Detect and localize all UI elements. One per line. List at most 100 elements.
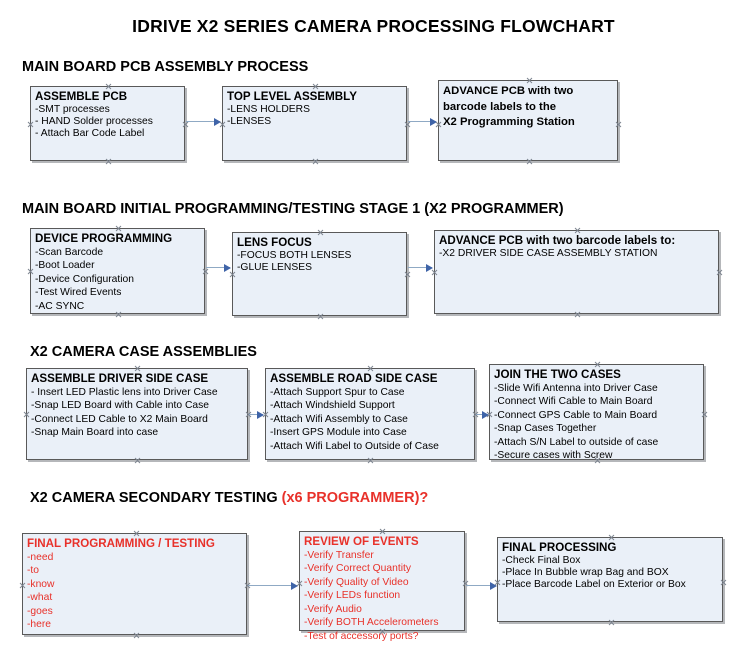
connection-handle-bottom	[133, 632, 140, 639]
connection-handle-top	[574, 227, 581, 234]
box-header: ASSEMBLE PCB	[35, 90, 128, 103]
arrow-head-icon	[426, 263, 433, 272]
connection-handle-top	[317, 229, 324, 236]
box-item: X2 Programming Station	[443, 116, 575, 128]
connection-handle-top	[608, 534, 615, 541]
box-item: -AC SYNC	[35, 300, 85, 312]
connector-driver-side-to-road-side	[249, 410, 264, 419]
connection-handle-left	[19, 582, 26, 589]
arrow-head-icon	[430, 117, 437, 126]
box-header: ASSEMBLE ROAD SIDE CASE	[270, 372, 438, 385]
box-item: -Check Final Box	[502, 554, 581, 566]
box-item: -Connect LED Cable to X2 Main Board	[31, 413, 208, 425]
box-advance-pcb-to-driver-side-case[interactable]: ADVANCE PCB with two barcode labels to: …	[434, 230, 719, 314]
box-item: -Place In Bubble wrap Bag and BOX	[502, 566, 669, 578]
connector-road-side-to-join-cases	[476, 410, 489, 419]
arrow-head-icon	[257, 410, 264, 419]
box-item: -Snap Cases Together	[494, 423, 597, 435]
box-item: -Insert GPS Module into Case	[270, 427, 407, 439]
connection-handle-bottom	[134, 457, 141, 464]
connection-handle-right	[716, 269, 723, 276]
box-item: -Verify Quality of Video	[304, 576, 409, 588]
box-item: -Slide Wifi Antenna into Driver Case	[494, 382, 658, 394]
section-heading-text: MAIN BOARD INITIAL PROGRAMMING/TESTING S…	[22, 201, 564, 217]
connection-handle-right	[701, 411, 708, 418]
connection-handle-bottom	[105, 158, 112, 165]
connection-handle-top	[115, 225, 122, 232]
box-item: -Verify Audio	[304, 603, 362, 615]
box-item: -Verify LEDs function	[304, 590, 401, 602]
box-item: -Device Configuration	[35, 273, 135, 285]
box-assemble-driver-side-case[interactable]: ASSEMBLE DRIVER SIDE CASE - Insert LED P…	[26, 368, 248, 460]
connection-handle-right	[404, 121, 411, 128]
box-review-of-events[interactable]: REVIEW OF EVENTS -Verify Transfer -Verif…	[299, 528, 465, 642]
box-item: -Attach Wifi Assembly to Case	[270, 413, 408, 425]
box-item: -Attach S/N Label to outside of case	[494, 436, 659, 448]
connection-handle-top	[379, 528, 386, 535]
section-heading-x2-camera-secondary-testing: X2 CAMERA SECONDARY TESTING (x6 PROGRAMM…	[30, 490, 428, 506]
connection-handle-bottom	[608, 619, 615, 626]
connection-handle-bottom	[317, 313, 324, 320]
box-item: -LENSES	[227, 115, 272, 127]
box-item: -Verify Correct Quantity	[304, 563, 412, 575]
box-item: -FOCUS BOTH LENSES	[237, 249, 352, 261]
connection-handle-top	[105, 83, 112, 90]
box-top-level-assembly[interactable]: TOP LEVEL ASSEMBLY -LENS HOLDERS -LENSES	[222, 86, 407, 161]
connection-handle-right	[202, 268, 209, 275]
box-item: -know	[27, 578, 55, 590]
box-item: -need	[27, 551, 54, 563]
box-header: ASSEMBLE DRIVER SIDE CASE	[31, 372, 209, 385]
page-title: IDRIVE X2 SERIES CAMERA PROCESSING FLOWC…	[132, 16, 615, 36]
box-item: -X2 DRIVER SIDE CASE ASSEMBLY STATION	[439, 247, 658, 259]
arrow-head-icon	[214, 117, 221, 126]
box-item: -Scan Barcode	[35, 246, 104, 258]
box-final-processing[interactable]: FINAL PROCESSING -Check Final Box -Place…	[497, 537, 723, 622]
connection-handle-right	[182, 121, 189, 128]
section-heading-text: X2 CAMERA SECONDARY TESTING	[30, 490, 282, 506]
box-advance-pcb-to-x2-programming-station[interactable]: ADVANCE PCB with two barcode labels to t…	[438, 80, 618, 161]
box-assemble-pcb[interactable]: ASSEMBLE PCB -SMT processes - HAND Solde…	[30, 86, 185, 161]
arrow-head-icon	[482, 410, 489, 419]
box-header: TOP LEVEL ASSEMBLY	[227, 90, 357, 103]
box-item: barcode labels to the	[443, 100, 556, 113]
box-item: -to	[27, 565, 40, 577]
box-assemble-road-side-case[interactable]: ASSEMBLE ROAD SIDE CASE -Attach Support …	[265, 368, 475, 460]
connection-handle-right	[404, 271, 411, 278]
connection-handle-left	[23, 411, 30, 418]
connection-handle-bottom	[312, 158, 319, 165]
arrow-head-icon	[224, 263, 231, 272]
box-final-programming-testing[interactable]: FINAL PROGRAMMING / TESTING -need -to -k…	[22, 533, 247, 635]
box-join-the-two-cases[interactable]: JOIN THE TWO CASES -Slide Wifi Antenna i…	[489, 364, 704, 462]
connection-handle-top	[134, 365, 141, 372]
box-item: -Attach Windshield Support	[270, 400, 395, 412]
connector-final-programming-to-review-of-events	[248, 581, 298, 590]
box-item: -here	[27, 619, 52, 631]
box-item: -what	[27, 592, 53, 604]
connection-handle-top	[526, 77, 533, 84]
box-header: JOIN THE TWO CASES	[494, 368, 621, 381]
box-item: - Insert LED Plastic lens into Driver Ca…	[31, 386, 218, 398]
section-heading-main-board-pcb-assembly: MAIN BOARD PCB ASSEMBLY PROCESS	[22, 59, 308, 75]
box-item: -Test Wired Events	[35, 287, 122, 299]
box-header: ADVANCE PCB with two	[443, 85, 574, 97]
box-item: -Secure cases with Screw	[494, 450, 613, 462]
box-item: -Attach Support Spur to Case	[270, 386, 405, 398]
section-heading-suffix: (x6 PROGRAMMER)?	[281, 490, 429, 506]
box-header: FINAL PROGRAMMING / TESTING	[27, 537, 215, 550]
box-item: -Place Barcode Label on Exterior or Box	[502, 579, 686, 591]
box-header: ADVANCE PCB with two barcode labels to:	[439, 234, 676, 247]
box-item: -Verify Transfer	[304, 549, 374, 561]
box-device-programming[interactable]: DEVICE PROGRAMMING -Scan Barcode -Boot L…	[30, 228, 205, 314]
box-lens-focus[interactable]: LENS FOCUS -FOCUS BOTH LENSES -GLUE LENS…	[232, 232, 407, 316]
connector-top-level-assembly-to-advance-pcb	[408, 117, 437, 126]
box-item: -Connect GPS Cable to Main Board	[494, 409, 658, 421]
box-item: -Verify BOTH Accelerometers	[304, 617, 439, 629]
section-heading-text: X2 CAMERA CASE ASSEMBLIES	[30, 344, 257, 360]
box-item: -Snap LED Board with Cable into Case	[31, 400, 210, 412]
box-item: -GLUE LENSES	[237, 261, 312, 273]
box-item: -Boot Loader	[35, 260, 95, 272]
connection-handle-right	[720, 579, 727, 586]
connection-handle-left	[27, 121, 34, 128]
connection-handle-bottom	[574, 311, 581, 318]
